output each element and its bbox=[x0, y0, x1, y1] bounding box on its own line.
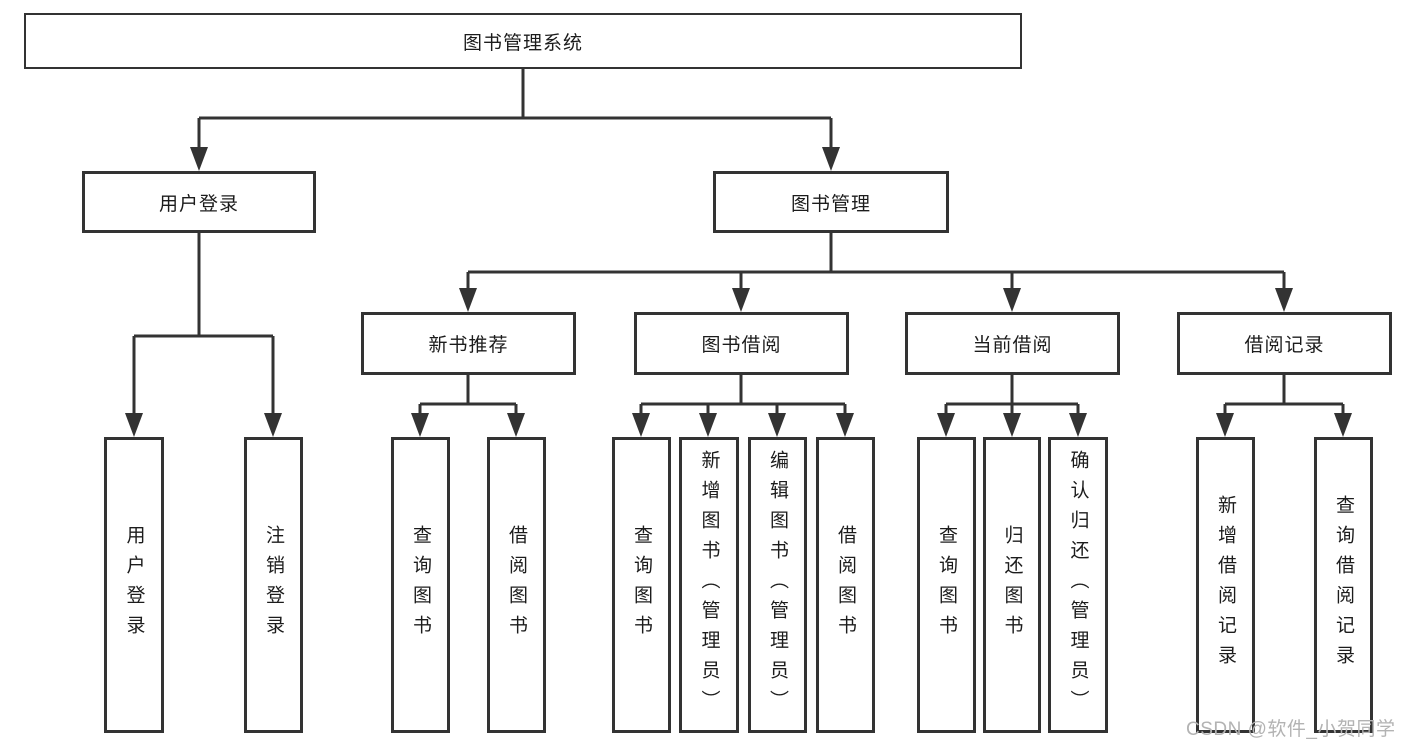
node-label: 编辑图书（管理员） bbox=[767, 450, 788, 720]
node-label: 新增借阅记录 bbox=[1215, 495, 1236, 675]
leaf-add-books-admin: 新增图书（管理员） bbox=[679, 437, 739, 733]
leaf-edit-books-admin: 编辑图书（管理员） bbox=[748, 437, 807, 733]
leaf-query-borrow-record: 查询借阅记录 bbox=[1314, 437, 1373, 733]
connector-book-management-children bbox=[459, 233, 1293, 312]
node-label: 新书推荐 bbox=[428, 335, 509, 356]
leaf-confirm-return-admin: 确认归还（管理员） bbox=[1048, 437, 1108, 733]
leaf-borrow-books: 借阅图书 bbox=[816, 437, 875, 733]
node-label: 用户登录 bbox=[158, 193, 239, 215]
csdn-watermark: CSDN @软件_小贺同学 bbox=[1186, 719, 1396, 740]
node-label: 图书管理系统 bbox=[462, 32, 583, 54]
connector-root-to-level2 bbox=[190, 69, 840, 171]
leaf-recommend-query-books: 查询图书 bbox=[391, 437, 450, 733]
leaf-return-books: 归还图书 bbox=[983, 437, 1041, 733]
connector-borrow-records-children bbox=[1216, 375, 1352, 437]
connector-user-login-children bbox=[125, 233, 282, 437]
node-label: 当前借阅 bbox=[972, 335, 1053, 356]
node-label: 查询图书 bbox=[410, 525, 431, 645]
node-label: 借阅图书 bbox=[835, 525, 856, 645]
node-book-management: 图书管理 bbox=[713, 171, 949, 233]
node-label: 注销登录 bbox=[263, 525, 284, 645]
node-label: 新增图书（管理员） bbox=[698, 450, 720, 720]
node-label: 图书借阅 bbox=[701, 335, 782, 356]
leaf-recommend-borrow-books: 借阅图书 bbox=[487, 437, 546, 733]
node-label: 确认归还（管理员） bbox=[1067, 450, 1089, 720]
node-label: 查询图书 bbox=[936, 525, 957, 645]
node-book-borrow: 图书借阅 bbox=[634, 312, 849, 375]
node-borrow-records: 借阅记录 bbox=[1177, 312, 1392, 375]
leaf-current-query-books: 查询图书 bbox=[917, 437, 976, 733]
connector-new-book-recommend-children bbox=[411, 375, 525, 437]
node-label: 查询借阅记录 bbox=[1333, 495, 1354, 675]
connector-book-borrow-children bbox=[632, 375, 854, 437]
node-label: 归还图书 bbox=[1001, 525, 1023, 645]
node-label: 借阅图书 bbox=[506, 525, 527, 645]
node-label: 图书管理 bbox=[790, 193, 871, 215]
leaf-add-borrow-record: 新增借阅记录 bbox=[1196, 437, 1255, 733]
node-user-login: 用户登录 bbox=[82, 171, 316, 233]
connector-current-borrow-children bbox=[937, 375, 1087, 437]
node-system-root: 图书管理系统 bbox=[24, 13, 1022, 69]
node-label: 查询图书 bbox=[631, 525, 652, 645]
node-new-book-recommend: 新书推荐 bbox=[361, 312, 576, 375]
node-label: 用户登录 bbox=[123, 525, 145, 645]
leaf-logout: 注销登录 bbox=[244, 437, 303, 733]
node-current-borrow: 当前借阅 bbox=[905, 312, 1120, 375]
leaf-user-login: 用户登录 bbox=[104, 437, 164, 733]
node-label: 借阅记录 bbox=[1244, 335, 1325, 356]
leaf-borrow-query-books: 查询图书 bbox=[612, 437, 671, 733]
